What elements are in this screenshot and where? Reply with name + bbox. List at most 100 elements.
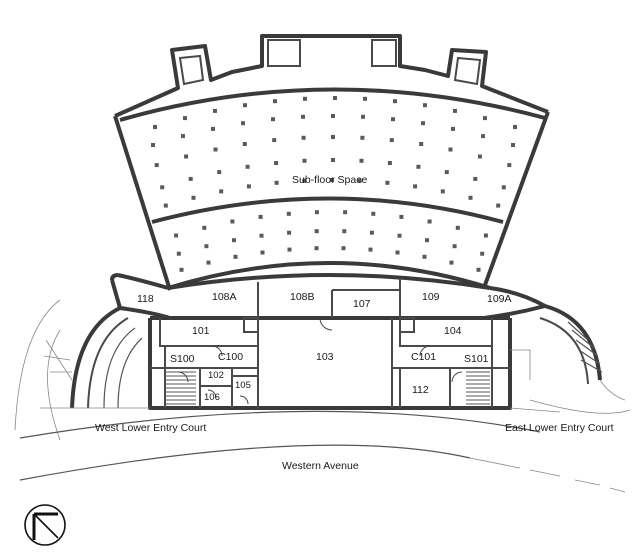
pier <box>416 164 421 169</box>
label-room-s101: S101 <box>464 353 489 365</box>
pier <box>331 114 335 118</box>
label-room-s100: S100 <box>170 353 195 365</box>
doors <box>177 317 463 405</box>
label-room-118: 118 <box>137 293 154 305</box>
label-street: Western Avenue <box>282 460 359 472</box>
label-room-109: 109 <box>422 291 440 303</box>
pier <box>163 203 168 208</box>
pier <box>188 176 193 181</box>
pier <box>303 96 307 101</box>
north-arrow-icon <box>24 504 66 546</box>
pier <box>273 99 277 104</box>
pier <box>341 246 346 251</box>
street-edges <box>19 407 626 493</box>
pier <box>448 147 453 152</box>
label-room-108a: 108A <box>212 291 237 303</box>
label-room-106: 106 <box>204 392 220 403</box>
pier <box>371 211 376 216</box>
label-room-105: 105 <box>235 380 251 391</box>
west-entry-steps <box>14 299 143 441</box>
pier <box>422 254 427 259</box>
pier <box>204 244 209 249</box>
labels: Sub-floor Space 118 108A 108B 107 109 10… <box>95 174 614 472</box>
label-room-107: 107 <box>353 298 371 310</box>
label-subfloor: Sub-floor Space <box>292 174 367 186</box>
pier <box>333 96 337 100</box>
subfloor-columns <box>151 96 517 272</box>
pier <box>243 103 247 108</box>
label-room-101: 101 <box>192 325 210 337</box>
pier <box>342 229 347 234</box>
pier <box>287 247 292 252</box>
pier <box>397 233 402 238</box>
pier <box>202 225 207 230</box>
pier <box>393 99 397 104</box>
pier <box>232 238 236 243</box>
pier <box>272 138 277 143</box>
pier <box>507 163 512 168</box>
pier <box>331 158 335 162</box>
pier <box>513 125 517 129</box>
pier <box>245 164 250 169</box>
pier <box>399 214 404 219</box>
pier <box>219 189 224 194</box>
pier <box>274 180 279 185</box>
pier <box>419 142 424 146</box>
pier <box>314 210 319 215</box>
pier <box>259 233 264 238</box>
pier <box>440 189 445 194</box>
pier <box>473 176 478 181</box>
pier <box>241 121 245 126</box>
stairs-east <box>466 371 490 405</box>
label-room-c101: C101 <box>411 351 436 363</box>
pier <box>477 154 482 159</box>
pier <box>271 117 275 122</box>
pier <box>483 116 487 121</box>
pier <box>360 135 365 140</box>
pier <box>359 158 364 163</box>
pier <box>314 246 319 251</box>
pier <box>302 158 307 163</box>
pier <box>230 219 235 224</box>
pier <box>421 121 425 126</box>
pier <box>191 195 196 200</box>
pier <box>246 184 251 189</box>
lower-building-walls <box>110 273 546 410</box>
pier <box>160 185 165 190</box>
label-room-108b: 108B <box>290 291 315 303</box>
label-room-102: 102 <box>208 370 224 381</box>
pier <box>413 184 418 189</box>
label-room-112: 112 <box>412 384 429 396</box>
east-entry-steps <box>510 304 631 414</box>
pier <box>369 230 374 235</box>
pier <box>287 230 292 235</box>
pier <box>260 250 265 255</box>
pier <box>213 147 218 152</box>
pier <box>501 185 506 190</box>
label-room-c100: C100 <box>218 351 243 363</box>
pier <box>368 247 373 252</box>
pier <box>423 103 427 108</box>
pier <box>184 154 189 159</box>
pier <box>496 203 501 208</box>
pier <box>389 138 394 143</box>
pier <box>331 135 335 139</box>
pier <box>258 214 263 219</box>
pier <box>213 108 217 113</box>
pier <box>453 108 457 113</box>
pier <box>179 267 184 272</box>
label-room-109a: 109A <box>487 293 512 305</box>
pier <box>387 161 392 165</box>
label-east-court: East Lower Entry Court <box>505 422 614 434</box>
pier <box>476 267 481 272</box>
pier <box>363 96 367 101</box>
pier <box>301 114 305 119</box>
label-room-103: 103 <box>316 351 334 363</box>
pier <box>449 260 454 265</box>
pier <box>206 260 211 265</box>
pier <box>183 116 187 121</box>
pier <box>330 178 334 182</box>
pier <box>425 238 429 243</box>
pier <box>444 170 449 175</box>
